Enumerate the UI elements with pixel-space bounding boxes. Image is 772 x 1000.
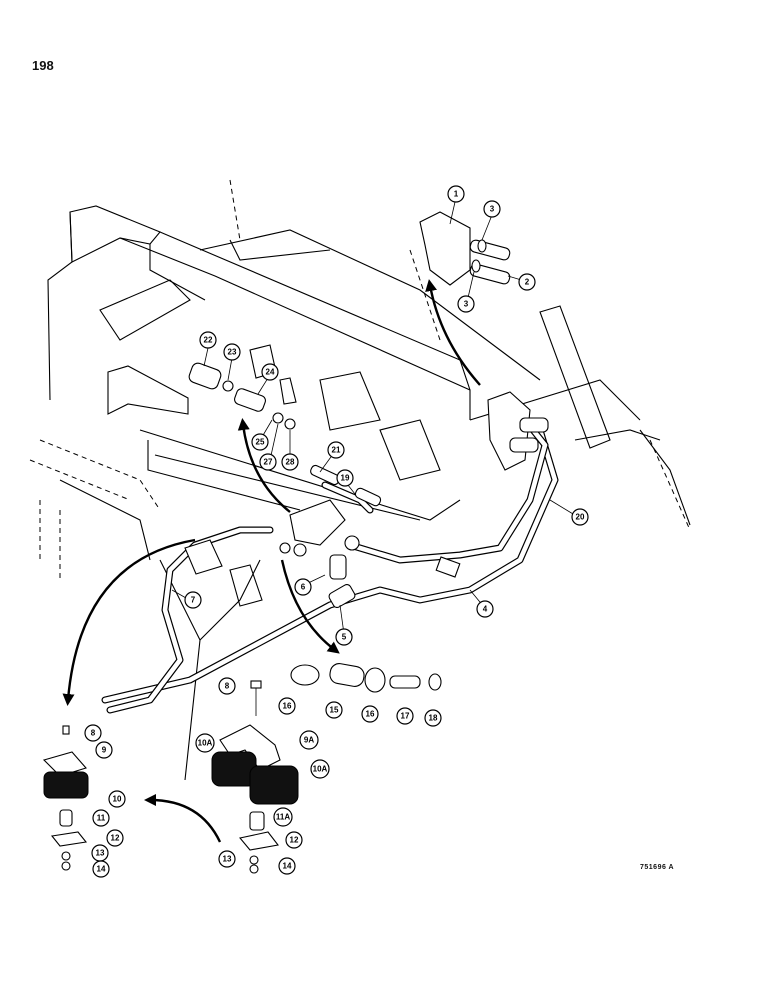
callout-9a: 9A xyxy=(299,730,319,750)
callout-3: 3 xyxy=(457,295,475,313)
callout-8: 8 xyxy=(218,677,236,695)
callout-10: 10 xyxy=(108,790,126,808)
svg-text:20: 20 xyxy=(576,513,585,522)
svg-text:9: 9 xyxy=(102,746,107,755)
svg-text:9A: 9A xyxy=(304,736,314,745)
parts xyxy=(42,211,549,874)
svg-text:27: 27 xyxy=(264,458,273,467)
callout-3: 3 xyxy=(483,200,501,218)
svg-text:5: 5 xyxy=(342,633,347,642)
callout-9: 9 xyxy=(95,741,113,759)
callout-5: 5 xyxy=(335,628,353,646)
svg-text:19: 19 xyxy=(341,474,350,483)
svg-text:22: 22 xyxy=(204,336,213,345)
svg-text:12: 12 xyxy=(111,834,120,843)
callout-15: 15 xyxy=(325,701,343,719)
callouts: 1 3 2 3 22 23 24 25 27 28 21 19 20 6 7 4… xyxy=(84,185,589,878)
hydraulic-tubes xyxy=(101,416,559,714)
callout-10a-second: 10A xyxy=(310,759,330,779)
svg-text:3: 3 xyxy=(490,205,495,214)
svg-text:8: 8 xyxy=(225,682,230,691)
callout-19: 19 xyxy=(336,469,354,487)
callout-20: 20 xyxy=(571,508,589,526)
callout-27: 27 xyxy=(259,453,277,471)
callout-8: 8 xyxy=(84,724,102,742)
figure-code: 751696 A xyxy=(640,864,675,871)
svg-text:14: 14 xyxy=(97,865,106,874)
svg-text:21: 21 xyxy=(332,446,341,455)
callout-6: 6 xyxy=(294,578,312,596)
callout-17: 17 xyxy=(396,707,414,725)
svg-text:13: 13 xyxy=(96,849,105,858)
callout-22: 22 xyxy=(199,331,217,349)
svg-text:3: 3 xyxy=(464,300,469,309)
svg-text:16: 16 xyxy=(283,702,292,711)
callout-21: 21 xyxy=(327,441,345,459)
callout-25: 25 xyxy=(251,433,269,451)
callout-7: 7 xyxy=(184,591,202,609)
loader-frame xyxy=(29,179,691,781)
svg-text:10A: 10A xyxy=(313,765,328,774)
svg-text:11: 11 xyxy=(97,814,106,823)
svg-text:6: 6 xyxy=(301,583,306,592)
callout-28: 28 xyxy=(281,453,299,471)
svg-text:7: 7 xyxy=(191,596,196,605)
svg-text:28: 28 xyxy=(286,458,295,467)
callout-12: 12 xyxy=(285,831,303,849)
svg-text:10: 10 xyxy=(113,795,122,804)
svg-text:11A: 11A xyxy=(276,813,290,822)
svg-text:2: 2 xyxy=(525,278,530,287)
callout-1: 1 xyxy=(447,185,465,203)
svg-text:14: 14 xyxy=(283,862,292,871)
callout-12: 12 xyxy=(106,829,124,847)
callout-13: 13 xyxy=(218,850,236,868)
svg-text:25: 25 xyxy=(256,438,265,447)
svg-text:10A: 10A xyxy=(198,739,213,748)
svg-text:16: 16 xyxy=(366,710,375,719)
callout-2: 2 xyxy=(518,273,536,291)
callout-16: 16 xyxy=(361,705,379,723)
svg-text:17: 17 xyxy=(401,712,410,721)
callout-18: 18 xyxy=(424,709,442,727)
callout-leaders xyxy=(171,201,579,635)
arrows xyxy=(62,279,481,843)
callout-4: 4 xyxy=(476,600,494,618)
callout-24: 24 xyxy=(261,363,279,381)
svg-text:23: 23 xyxy=(228,348,237,357)
callout-16: 16 xyxy=(278,697,296,715)
svg-text:4: 4 xyxy=(483,605,488,614)
callout-10a: 10A xyxy=(195,733,215,753)
svg-text:18: 18 xyxy=(429,714,438,723)
callout-14: 14 xyxy=(278,857,296,875)
svg-text:1: 1 xyxy=(454,190,459,199)
svg-text:13: 13 xyxy=(223,855,232,864)
callout-14: 14 xyxy=(92,860,110,878)
callout-11a: 11A xyxy=(273,807,293,827)
svg-text:15: 15 xyxy=(330,706,339,715)
svg-text:12: 12 xyxy=(290,836,299,845)
callout-13: 13 xyxy=(91,844,109,862)
svg-text:8: 8 xyxy=(91,729,96,738)
callout-11: 11 xyxy=(92,809,110,827)
svg-text:24: 24 xyxy=(266,368,275,377)
page-number: 198 xyxy=(32,58,54,73)
callout-23: 23 xyxy=(223,343,241,361)
